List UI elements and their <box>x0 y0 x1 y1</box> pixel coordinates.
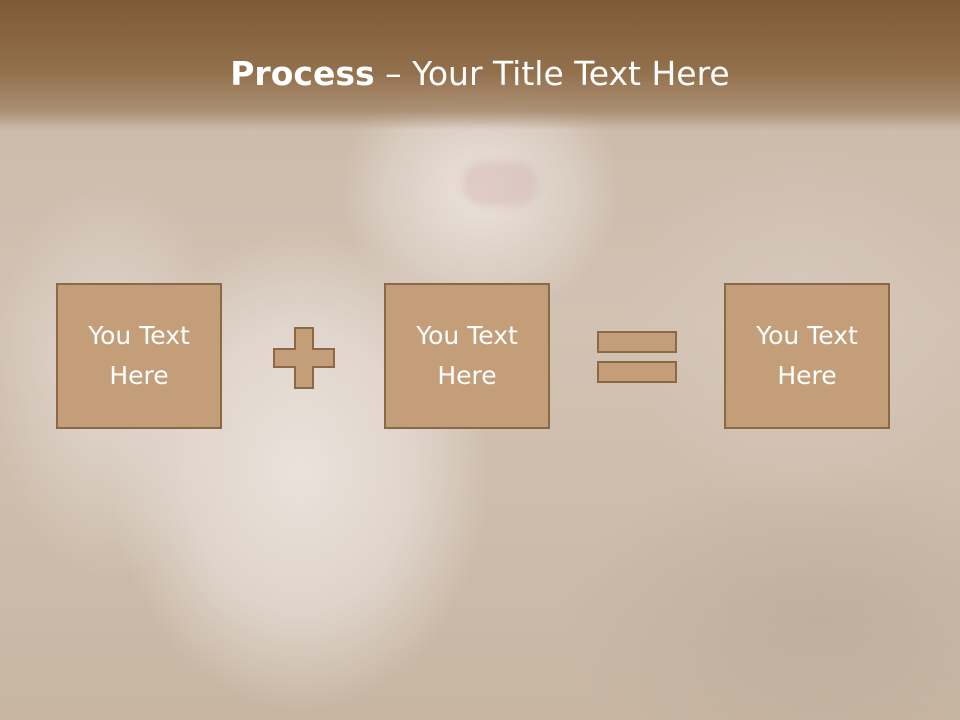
process-box-1[interactable]: You Text Here <box>56 283 222 429</box>
lamb-nose <box>462 162 538 206</box>
title-separator: – <box>374 54 413 93</box>
process-box-2[interactable]: You Text Here <box>384 283 550 429</box>
plus-icon <box>273 327 335 389</box>
process-box-1-text: You Text Here <box>88 321 190 390</box>
process-box-3[interactable]: You Text Here <box>724 283 890 429</box>
process-box-3-text: You Text Here <box>756 321 858 390</box>
slide-title: Process – Your Title Text Here <box>0 52 960 96</box>
process-box-2-text: You Text Here <box>416 321 518 390</box>
equals-icon <box>597 331 677 383</box>
title-bold: Process <box>230 54 375 93</box>
title-rest: Your Title Text Here <box>412 54 730 93</box>
title-bar <box>0 0 960 130</box>
